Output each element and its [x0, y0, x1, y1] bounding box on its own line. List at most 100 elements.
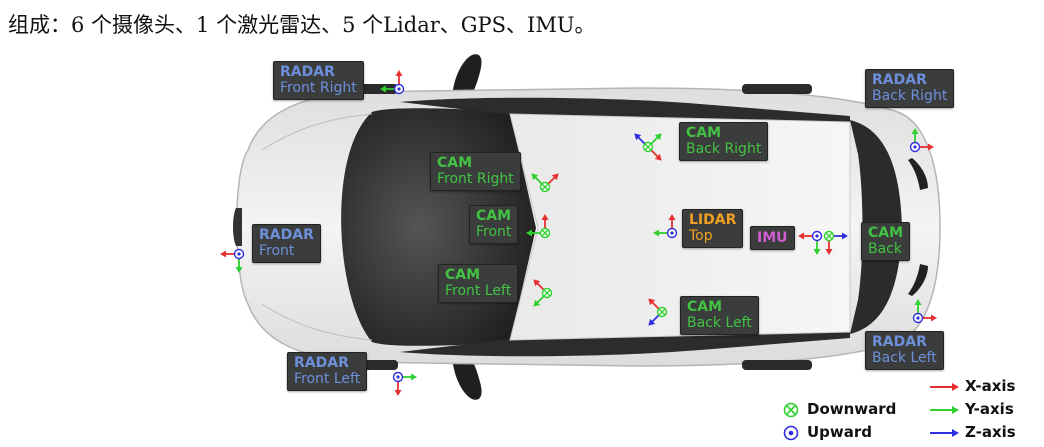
wheel-rear-bottom: [742, 360, 812, 370]
y-axis-arrow: [911, 128, 919, 143]
y-axis-legend-arrow: [930, 406, 959, 414]
x-axis-arrow: [798, 232, 813, 240]
roof: [509, 113, 851, 341]
x-axis-arrow: [919, 143, 934, 151]
label-name: Front: [259, 243, 295, 259]
upward-marker-icon: [392, 371, 404, 383]
downward-marker-icon: [539, 181, 551, 193]
label-type: CAM: [437, 155, 473, 171]
x-axis-arrow: [220, 250, 235, 258]
downward-marker-icon: [541, 287, 553, 299]
lidar-top-axes: [653, 214, 678, 239]
label-type: CAM: [687, 299, 723, 315]
label-type: CAM: [476, 208, 512, 224]
z-axis-legend-arrow: [930, 429, 959, 437]
label-type: RADAR: [872, 334, 927, 350]
cam-back-axes: [823, 230, 848, 255]
legend-z-axis-label: Z-axis: [965, 423, 1016, 441]
x-axis-arrow: [395, 70, 403, 85]
y-axis-arrow: [533, 295, 545, 307]
z-axis-arrow: [833, 232, 848, 240]
caption: 组成：6 个摄像头、1 个激光雷达、5 个Lidar、GPS、IMU。: [8, 13, 596, 37]
y-axis-arrow: [813, 240, 821, 255]
rear-light-top: [908, 158, 928, 190]
radar-front-axes: [220, 248, 245, 273]
radar-front-right-axes: [380, 70, 405, 95]
y-axis-arrow: [653, 229, 668, 237]
downward-marker-icon: [823, 230, 835, 242]
rear-light-bottom: [908, 264, 928, 296]
cam-back-label: CAM Back: [861, 222, 911, 261]
cam-front-right-label: CAM Front Right: [430, 152, 521, 191]
label-name: Back: [868, 241, 902, 257]
imu-axes: [798, 230, 823, 255]
upward-legend-icon: [783, 425, 799, 441]
y-axis-arrow: [402, 373, 417, 381]
label-type: LIDAR: [689, 212, 737, 228]
radar-back-left-axes: [912, 299, 937, 324]
cam-front-left-axes: [533, 279, 553, 307]
label-type: CAM: [445, 267, 481, 283]
y-axis-arrow: [380, 85, 395, 93]
hood-line-top: [261, 113, 373, 151]
x-axis-arrow: [394, 381, 402, 396]
upward-marker-icon: [912, 312, 924, 324]
upward-marker-icon: [909, 141, 921, 153]
label-type: RADAR: [294, 355, 349, 371]
downward-marker-icon: [539, 227, 551, 239]
z-axis-arrow: [634, 133, 646, 145]
upward-marker-icon: [233, 248, 245, 260]
label-name: Front Right: [437, 171, 514, 187]
imu-label: IMU: [750, 226, 795, 250]
x-axis-arrow: [541, 214, 549, 229]
radar-front-left-axes: [392, 371, 417, 396]
x-axis-arrow: [648, 298, 660, 310]
car-illustration: [233, 54, 941, 400]
label-name: Front: [476, 224, 512, 240]
lidar-top-label: LIDAR Top: [682, 209, 744, 248]
legend-upward-label: Upward: [807, 423, 873, 441]
cam-back-right-axes: [634, 133, 662, 161]
y-axis-arrow: [531, 173, 543, 185]
z-axis-arrow: [648, 314, 660, 326]
label-type: IMU: [757, 230, 788, 246]
radar-front-label: RADAR Front: [252, 224, 321, 263]
y-axis-arrow: [650, 133, 662, 145]
label-name: Back Left: [872, 350, 937, 366]
y-axis-arrow: [526, 229, 541, 237]
radar-back-left-label: RADAR Back Left: [865, 331, 944, 370]
legend-x-axis-label: X-axis: [965, 377, 1016, 395]
upward-marker-icon: [666, 227, 678, 239]
x-axis-arrow: [533, 279, 545, 291]
radar-front-left-label: RADAR Front Left: [287, 352, 368, 391]
label-type: RADAR: [280, 64, 335, 80]
label-type: RADAR: [259, 227, 314, 243]
radar-back-right-axes: [909, 128, 934, 153]
cam-front-left-label: CAM Front Left: [438, 264, 519, 303]
x-axis-arrow: [825, 240, 833, 255]
x-axis-arrow: [922, 314, 937, 322]
label-name: Back Left: [687, 315, 752, 331]
legend-downward-label: Downward: [807, 400, 897, 418]
radar-front-right-label: RADAR Front Right: [273, 61, 364, 100]
cam-front-axes: [526, 214, 551, 239]
front-grille: [233, 208, 242, 246]
label-name: Front Left: [294, 371, 361, 387]
label-type: CAM: [868, 225, 904, 241]
radar-back-right-label: RADAR Back Right: [865, 69, 955, 108]
downward-marker-icon: [642, 141, 654, 153]
cam-back-left-axes: [648, 298, 668, 326]
y-axis-arrow: [235, 258, 243, 273]
label-type: RADAR: [872, 72, 927, 88]
label-type: CAM: [686, 125, 722, 141]
x-axis-arrow: [668, 214, 676, 229]
upward-marker-icon: [393, 83, 405, 95]
cam-back-right-label: CAM Back Right: [679, 122, 769, 161]
label-name: Top: [689, 228, 713, 244]
legend: [783, 383, 959, 441]
upward-marker-icon: [811, 230, 823, 242]
label-name: Front Left: [445, 283, 512, 299]
x-axis-arrow: [547, 173, 559, 185]
wheel-rear-top: [742, 84, 812, 94]
downward-marker-icon: [656, 306, 668, 318]
